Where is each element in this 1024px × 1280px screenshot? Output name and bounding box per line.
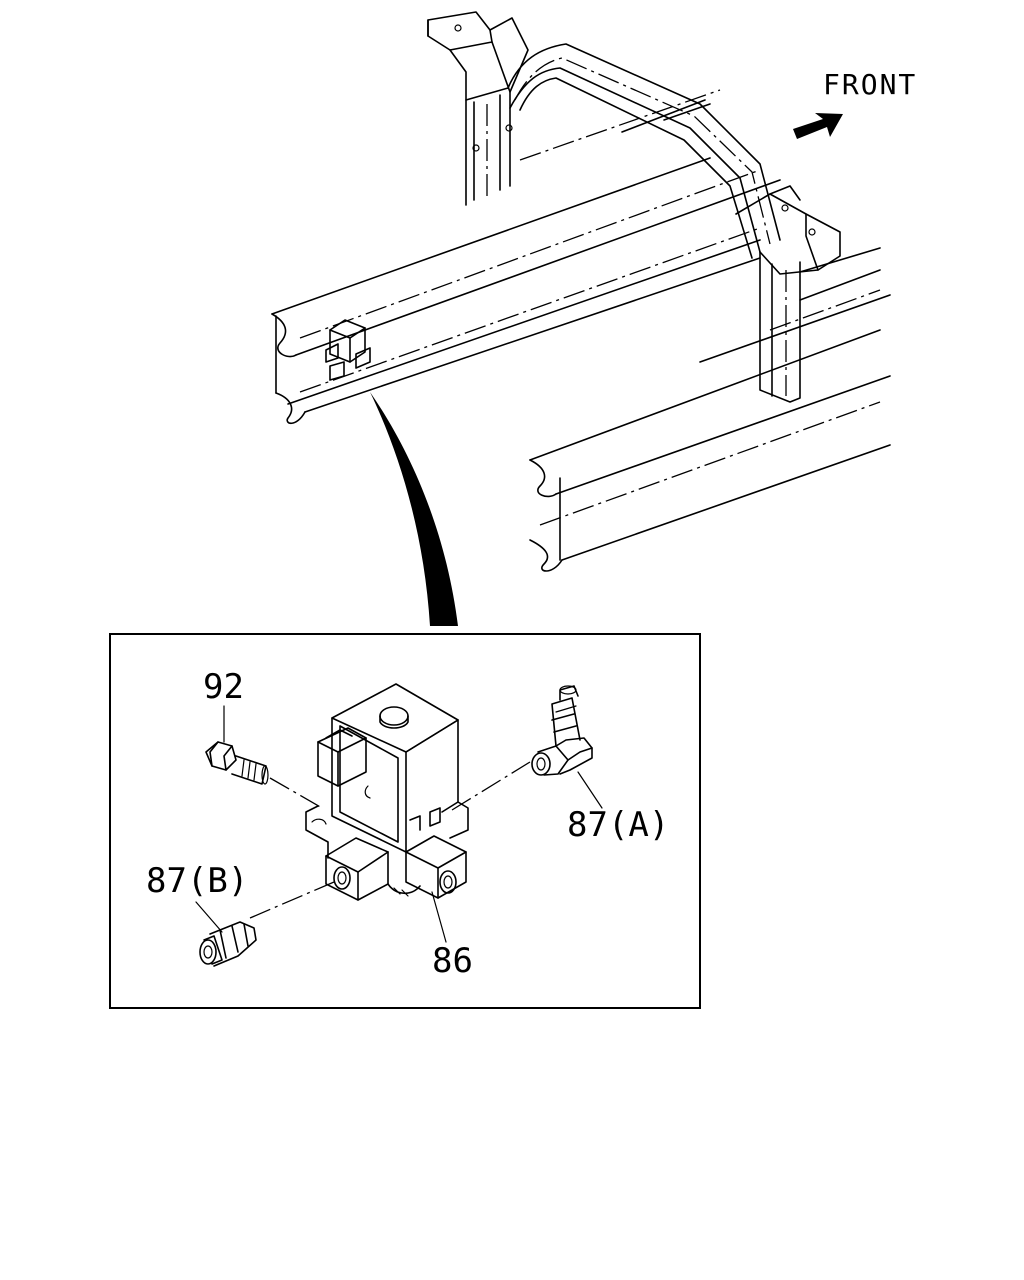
detail-box (109, 633, 701, 1009)
fitting-a-callout-label: 87(A) (567, 805, 669, 845)
fitting-b-callout-label: 87(B) (146, 861, 248, 901)
side-rail (271, 157, 781, 425)
straight-fitting-b (199, 881, 335, 967)
front-arrow-icon (793, 113, 843, 139)
solenoid-valve (305, 683, 469, 901)
callout-92: 92 (203, 667, 244, 743)
cross-member (427, 11, 841, 403)
bolt-callout-label: 92 (203, 667, 244, 707)
callout-87b: 87(B) (146, 861, 248, 933)
valve-callout-label: 86 (432, 941, 473, 981)
mounted-valve (325, 319, 371, 381)
chassis-frame (271, 11, 891, 572)
callout-87a: 87(A) (567, 771, 669, 845)
detail-pointer (370, 392, 458, 626)
front-indicator: FRONT (793, 68, 917, 139)
front-label: FRONT (823, 68, 917, 101)
bolt (205, 741, 323, 809)
rear-rail (529, 294, 891, 572)
callout-86: 86 (431, 891, 473, 981)
background-rails (519, 89, 881, 331)
elbow-fitting-a (451, 685, 593, 811)
